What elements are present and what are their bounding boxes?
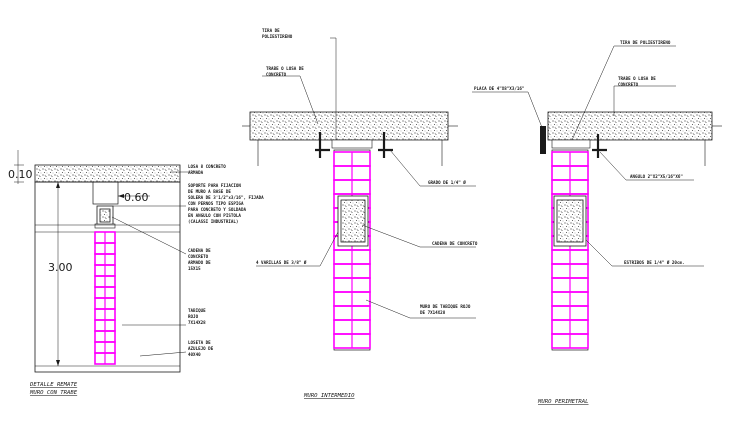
label-soporte-2: DE MURO A BASE DE [188, 189, 231, 194]
brick-column-left [94, 231, 116, 365]
angle-right-mid [378, 132, 393, 158]
label-tira-per: TIRA DE POLIESTIRENO [620, 40, 671, 45]
label-angulo: ANGULO 2"X2"X5/16"X6" [630, 174, 683, 179]
label-muro-2: DE 7X14X28 [420, 310, 446, 315]
cadena-fill-per [556, 199, 584, 243]
label-grado: GRADO DE 1/4" Ø [428, 180, 466, 185]
label-soporte-4: CON PERNOS TIPO ESPIGA [188, 201, 244, 206]
label-tira-mid-1: TIRA DE [262, 28, 280, 33]
caption-remate-1: DETALLE REMATE [29, 382, 78, 388]
label-soporte-1: SOPORTE PARA FIJACION [188, 183, 241, 188]
losa-slab-mid [249, 111, 449, 141]
label-losa: LOSA 8 CONCRETO [188, 164, 226, 169]
detalle-remate: 0.10 0.60 3.00 LOSA 8 CONCRETO ARMADA SO… [8, 150, 264, 396]
label-tabique-2: ROJO [188, 314, 199, 319]
label-loseta-2: AZULEJO DE [188, 346, 214, 351]
label-cadena-3: ARMADO DE [188, 260, 211, 265]
label-trabe-per-2: CONCRETO [618, 82, 639, 87]
angle-per [592, 134, 607, 158]
placa [540, 126, 546, 154]
label-trabe-mid-1: TRABE O LOSA DE [266, 66, 304, 71]
label-tabique-3: 7X14X28 [188, 320, 206, 325]
tira-poliestireno-mid [331, 139, 373, 149]
label-soporte-5: PARA CONCRETO Y SOLDADA [188, 207, 246, 212]
cadena-section [99, 208, 111, 223]
label-trabe-per-1: TRABE O LOSA DE [618, 76, 656, 81]
label-varillas: 4 VARILLAS DE 3/8" Ø [256, 260, 307, 265]
label-loseta-1: LOSETA DE [188, 340, 211, 345]
dim-beam: 0.60 [124, 191, 149, 204]
caption-intermedio: MURO INTERMEDIO [303, 393, 355, 399]
label-cadena-1: CADENA DE [188, 248, 211, 253]
label-muro-1: MURO DE TABIQUE ROJO [420, 304, 471, 309]
label-tabique-1: TABIQUE [188, 308, 206, 313]
muro-intermedio: TIRA DE POLIESTIRENO TRABE O LOSA DE CON… [242, 28, 478, 399]
angle-left-mid [315, 132, 330, 158]
dim-height: 3.00 [48, 261, 73, 274]
cadena-fill-mid [340, 199, 366, 243]
caption-perimetral: MURO PERIMETRAL [537, 399, 589, 405]
tira-poliestireno-per [551, 139, 591, 149]
losa-slab [34, 164, 181, 183]
label-tira-mid-2: POLIESTIRENO [262, 34, 293, 39]
label-estribos: ESTRIBOS DE 1/4" Ø 20cm. [624, 260, 685, 265]
label-loseta-3: 40X40 [188, 352, 201, 357]
beam-top [92, 181, 119, 205]
label-trabe-mid-2: CONCRETO [266, 72, 287, 77]
label-cadena-mid: CADENA DE CONCRETO [432, 241, 478, 246]
label-cadena-2: CONCRETO [188, 254, 209, 259]
label-soporte-7: (CALASSI INDUSTRIAL) [188, 219, 238, 224]
losa-slab-per [547, 111, 713, 141]
brick-column-per [551, 151, 589, 349]
brick-column-mid [333, 151, 371, 349]
muro-perimetral: TIRA DE POLIESTIRENO TRABE O LOSA DE CON… [472, 40, 722, 405]
label-cadena-4: 15X15 [188, 266, 201, 271]
support-plate [94, 223, 116, 229]
label-placa: PLACA DE 4"X8"X3/16" [474, 86, 525, 91]
caption-remate-2: MURO CON TRABE [29, 390, 78, 396]
label-losa-sub: ARMADA [188, 170, 204, 175]
dim-top: 0.10 [8, 168, 33, 181]
label-soporte-6: EN ANGULO CON PISTOLA [188, 213, 241, 218]
label-soporte-3: SOLERA DE 3'1/2"x3/16", FIJADA [188, 195, 264, 200]
